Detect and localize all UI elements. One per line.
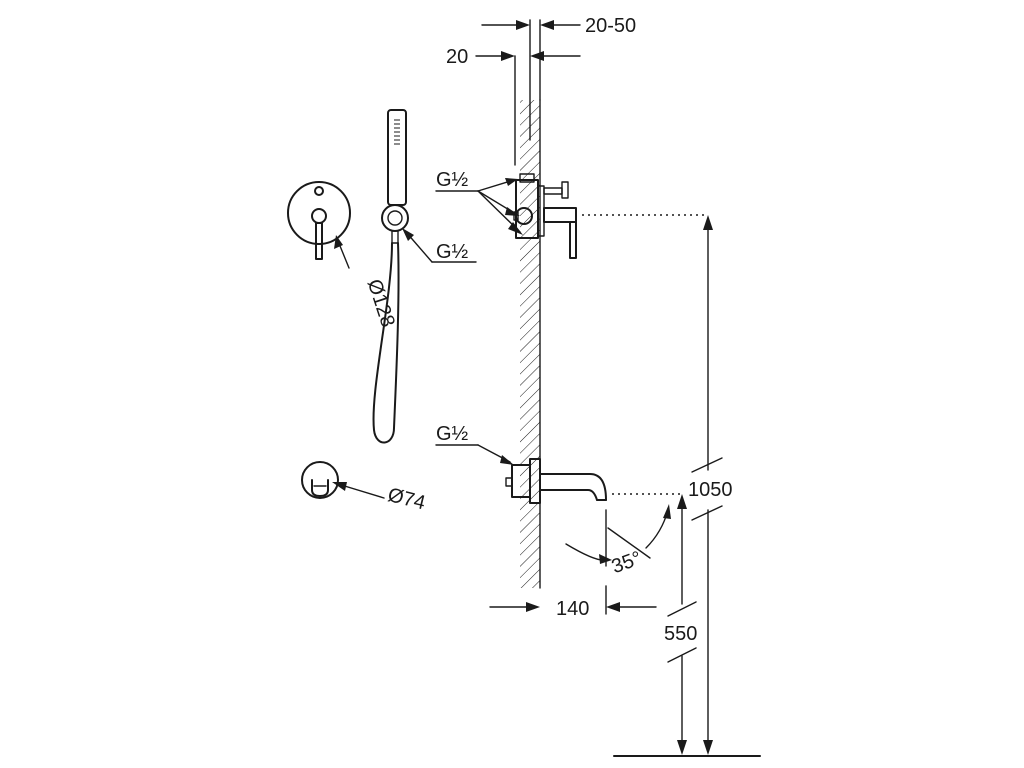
angle-label: 35° [609,547,645,578]
diameter-label-spout-plate: Ø74 [386,484,428,514]
thread-label-diverter: G½ [436,169,469,191]
dimension-label-1050: 1050 [688,479,733,501]
callout-spout-plate-diameter: Ø74 [332,482,428,514]
dimension-140: 140 [489,585,657,620]
hand-shower-nozzles [394,119,400,145]
callout-thread-handshower: G½ [402,228,477,263]
wall-hatching [520,100,540,588]
spout-plate-front [301,461,339,499]
dimension-20-50: 20-50 [481,15,636,37]
dimension-label-20: 20 [446,46,468,68]
dimension-20: 20 [446,46,581,68]
callout-thread-diverter: G½ [435,169,523,235]
dimension-label-550: 550 [664,623,697,645]
dimension-label-20-50: 20-50 [585,15,636,37]
hand-shower-front [372,109,409,444]
dimension-1050: 1050 [688,215,733,755]
concealed-mixer-body [513,173,577,259]
thread-label-spout: G½ [436,423,469,445]
thread-label-handshower: G½ [436,241,469,263]
callout-thread-spout: G½ [435,423,514,465]
spout-angle-annotation: 35° [565,504,671,578]
mixer-plate-front [287,181,351,260]
diameter-label-plate: Ø128 [363,277,399,330]
dimension-label-140: 140 [556,598,589,620]
bath-spout-side [505,458,607,504]
dimension-550: 550 [664,494,697,755]
